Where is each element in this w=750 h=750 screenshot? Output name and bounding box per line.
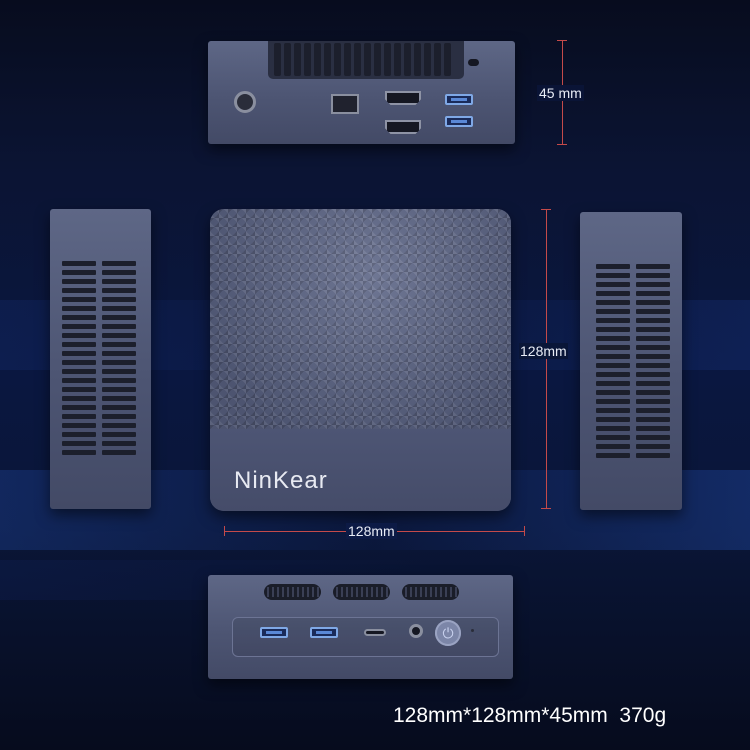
left-vent-column [102, 261, 136, 455]
dimension-tick [224, 526, 225, 536]
dimension-tick [541, 209, 551, 210]
brand-logo: NinKear [234, 467, 328, 494]
dimension-tick [524, 526, 525, 536]
usb-c-port-icon [364, 629, 386, 636]
height-label: 45 mm [537, 85, 584, 101]
weight-caption: 370g [619, 704, 667, 727]
right-vent-column [596, 264, 630, 458]
dimension-tick [541, 508, 551, 509]
size-caption: 128mm*128mm*45mm [393, 704, 608, 727]
left-vent-column [62, 261, 96, 455]
status-led [471, 629, 474, 632]
hdmi-port-icon [385, 91, 421, 105]
ethernet-port-icon [331, 94, 359, 114]
front-grill [402, 584, 459, 600]
depth-label: 128mm [519, 343, 568, 359]
width-label: 128mm [346, 523, 397, 539]
front-grill [333, 584, 390, 600]
power-button-icon: ⏻ [435, 620, 461, 646]
usb-a-port-icon [445, 94, 473, 105]
depth-dimension-line [546, 209, 547, 509]
kensington-lock-icon [468, 59, 479, 66]
rear-panel-view [208, 41, 515, 144]
dc-power-icon [234, 91, 256, 113]
hdmi-port-icon [385, 120, 421, 134]
usb-a-port-icon [445, 116, 473, 127]
left-side-view [50, 209, 151, 509]
rear-vent [274, 43, 451, 76]
size-weight-caption: 128mm*128mm*45mm 370g [393, 704, 666, 728]
usb-a-port-icon [310, 627, 338, 638]
dimension-tick [557, 144, 567, 145]
usb-a-port-icon [260, 627, 288, 638]
right-side-view [580, 212, 682, 510]
front-grill [264, 584, 321, 600]
top-face-view: NinKear [210, 209, 511, 511]
smooth-band [210, 429, 511, 511]
front-panel-view: ⏻ [208, 575, 513, 679]
diamond-texture [210, 209, 511, 429]
right-vent-column [636, 264, 670, 458]
audio-jack-icon [409, 624, 423, 638]
dimension-tick [557, 40, 567, 41]
